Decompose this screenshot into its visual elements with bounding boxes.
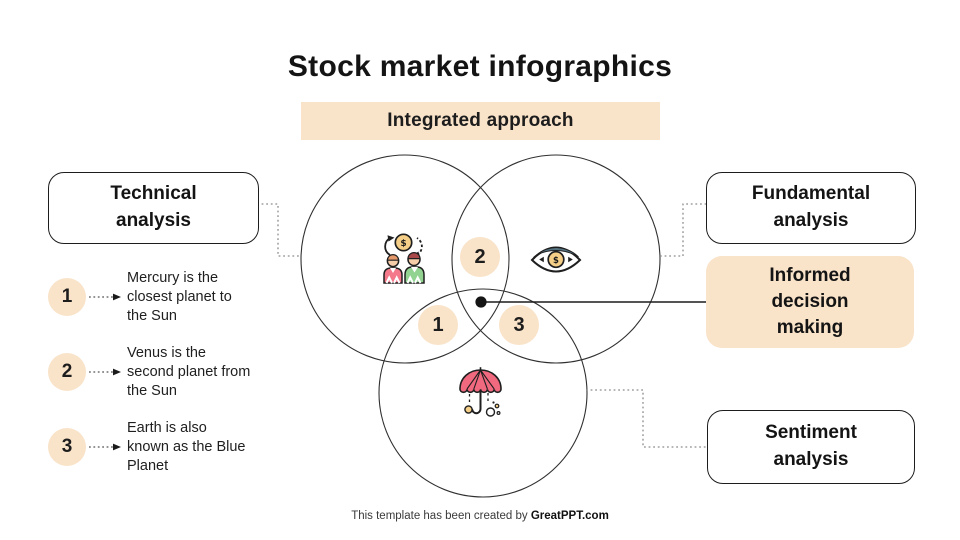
subtitle-banner: Integrated approach — [301, 102, 660, 140]
subtitle-banner-label: Integrated approach — [387, 110, 574, 131]
venn-circle-fundamental — [451, 154, 661, 364]
footer-credit: This template has been created by GreatP… — [0, 510, 960, 522]
venn-badge-3-number: 3 — [513, 313, 525, 336]
dotted-arrow-icon — [89, 443, 121, 451]
footer-brand: GreatPPT.com — [530, 510, 609, 522]
legend-item-2: 2 Venus is the second planet from the Su… — [48, 343, 288, 401]
box-sentiment-analysis-label: Sentiment analysis — [765, 422, 857, 470]
venn-circle-sentiment — [378, 288, 588, 498]
box-fundamental-analysis-label: Fundamental analysis — [751, 183, 871, 231]
legend-text-2: Venus is the second planet from the Sun — [127, 344, 251, 399]
venn-badge-1-number: 1 — [432, 313, 444, 336]
box-fundamental-analysis: Fundamental analysis — [706, 172, 916, 244]
venn-badge-2: 2 — [460, 237, 500, 277]
eye-dollar-icon: $ — [530, 246, 582, 273]
legend-number-1: 1 — [61, 286, 73, 307]
venn-badge-3: 3 — [499, 305, 539, 345]
dotted-arrow-icon — [89, 368, 121, 376]
connector-sentiment — [586, 389, 707, 448]
box-technical-analysis-label: Technical analysis — [110, 183, 197, 231]
box-informed-decision-making-label: Informed decision making — [769, 264, 851, 339]
footer-credit-text: This template has been created by — [351, 510, 531, 522]
legend-number-3: 3 — [61, 436, 73, 457]
connector-fundamental — [660, 203, 706, 257]
venn-circle-technical — [300, 154, 510, 364]
legend-number-2: 2 — [61, 361, 73, 382]
legend-text-1: Mercury is the closest planet to the Sun — [127, 269, 232, 324]
dotted-arrow-icon — [89, 293, 121, 301]
legend-number-badge: 1 — [48, 278, 86, 316]
umbrella-coins-icon — [459, 367, 502, 417]
box-technical-analysis: Technical analysis — [48, 172, 259, 244]
people-money-exchange-icon: $ — [383, 233, 425, 284]
center-dot — [475, 296, 487, 308]
page-title: Stock market infographics — [287, 50, 673, 83]
svg-text:$: $ — [553, 256, 559, 266]
legend-text-3: Earth is also known as the Blue Planet — [127, 419, 246, 474]
box-sentiment-analysis: Sentiment analysis — [707, 410, 915, 484]
svg-text:$: $ — [400, 239, 406, 249]
venn-badge-1: 1 — [418, 305, 458, 345]
legend-item-3: 3 Earth is also known as the Blue Planet — [48, 418, 288, 476]
box-informed-decision-making: Informed decision making — [706, 256, 914, 348]
venn-badge-2-number: 2 — [474, 245, 486, 268]
connector-technical — [257, 203, 301, 257]
legend-item-1: 1 Mercury is the closest planet to the S… — [48, 268, 288, 326]
legend-number-badge: 3 — [48, 428, 86, 466]
legend-number-badge: 2 — [48, 353, 86, 391]
